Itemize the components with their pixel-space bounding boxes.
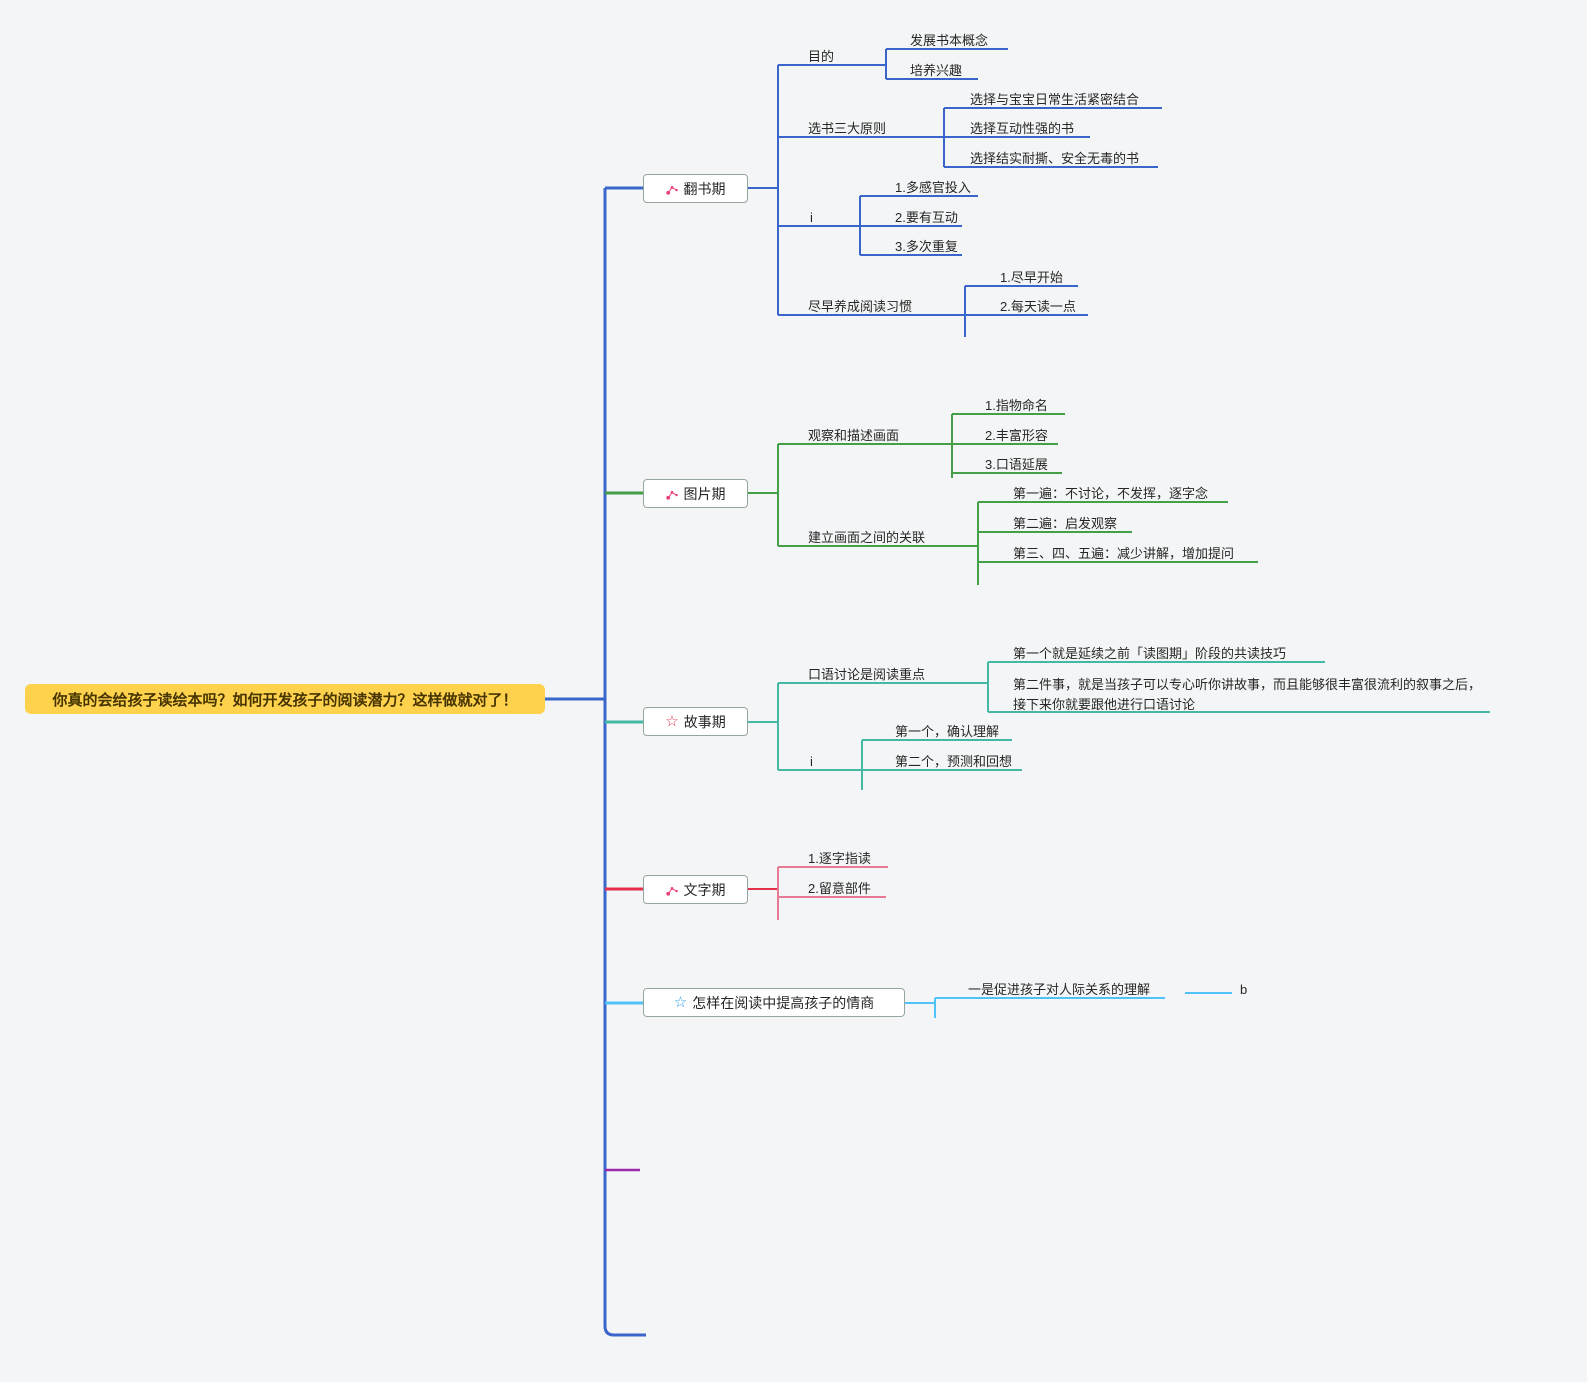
node-continue-technique[interactable]: 第一个就是延续之前「读图期」阶段的共读技巧 [1013, 646, 1287, 661]
node-multi-sensory[interactable]: 1.多感官投入 [895, 180, 971, 195]
sparkle-icon [665, 182, 679, 195]
root-topic[interactable]: 你真的会给孩子读绘本吗？如何开发孩子的阅读潜力？这样做就对了！ [25, 684, 545, 714]
node-link-pictures[interactable]: 建立画面之间的关联 [808, 530, 926, 545]
node-interpersonal-understanding[interactable]: 一是促进孩子对人际关系的理解 [968, 982, 1151, 997]
root-topic-label: 你真的会给孩子读绘本吗？如何开发孩子的阅读潜力？这样做就对了！ [52, 691, 518, 709]
node-story-methods[interactable]: i [810, 754, 813, 769]
node-flip-tips[interactable]: i [810, 210, 813, 225]
node-second-thing[interactable]: 第二件事，就是当孩子可以专心听你讲故事，而且能够很丰富很流利的叙事之后，接下来你… [1013, 677, 1482, 712]
node-point-and-name[interactable]: 1.指物命名 [985, 398, 1048, 413]
node-oral-discussion[interactable]: 口语讨论是阅读重点 [808, 667, 926, 682]
node-reading-habit[interactable]: 尽早养成阅读习惯 [808, 299, 913, 314]
node-interaction[interactable]: 2.要有互动 [895, 210, 958, 225]
node-book-concept[interactable]: 发展书本概念 [910, 33, 989, 48]
topic-eq-in-reading[interactable]: ☆ 怎样在阅读中提高孩子的情商 [643, 988, 905, 1017]
node-observe-describe[interactable]: 观察和描述画面 [808, 428, 900, 443]
node-later-passes[interactable]: 第三、四、五遍：减少讲解，增加提问 [1013, 546, 1235, 561]
topic-eq-label: 怎样在阅读中提高孩子的情商 [692, 994, 875, 1011]
star-icon: ☆ [673, 993, 688, 1011]
node-principle-daily-life[interactable]: 选择与宝宝日常生活紧密结合 [970, 92, 1140, 107]
node-word-pointing[interactable]: 1.逐字指读 [808, 851, 871, 866]
node-start-early[interactable]: 1.尽早开始 [1000, 270, 1063, 285]
node-purpose[interactable]: 目的 [808, 49, 835, 64]
topic-flip-stage[interactable]: 翻书期 [643, 174, 748, 203]
node-rich-description[interactable]: 2.丰富形容 [985, 428, 1048, 443]
node-principle-durable[interactable]: 选择结实耐撕、安全无毒的书 [970, 151, 1140, 166]
node-notice-components[interactable]: 2.留意部件 [808, 881, 871, 896]
node-repetition[interactable]: 3.多次重复 [895, 239, 958, 254]
node-second-pass[interactable]: 第二遍：启发观察 [1013, 516, 1118, 531]
node-b[interactable]: b [1240, 982, 1248, 997]
topic-picture-label: 图片期 [683, 485, 726, 502]
topic-text-stage[interactable]: 文字期 [643, 875, 748, 904]
node-predict-recall[interactable]: 第二个，预测和回想 [895, 754, 1013, 769]
topic-flip-label: 翻书期 [683, 180, 726, 197]
topic-story-label: 故事期 [683, 713, 726, 730]
sparkle-icon [665, 883, 679, 896]
node-principle-interactive[interactable]: 选择互动性强的书 [970, 121, 1075, 136]
star-icon: ☆ [665, 712, 679, 730]
node-confirm-understanding[interactable]: 第一个，确认理解 [895, 724, 1000, 739]
sparkle-icon [665, 487, 679, 500]
node-cultivate-interest[interactable]: 培养兴趣 [910, 63, 963, 78]
topic-story-stage[interactable]: ☆ 故事期 [643, 707, 748, 736]
node-read-daily[interactable]: 2.每天读一点 [1000, 299, 1076, 314]
topic-text-label: 文字期 [683, 881, 726, 898]
topic-picture-stage[interactable]: 图片期 [643, 479, 748, 508]
node-oral-extension[interactable]: 3.口语延展 [985, 457, 1048, 472]
node-book-principles[interactable]: 选书三大原则 [808, 121, 887, 136]
node-first-pass[interactable]: 第一遍：不讨论，不发挥，逐字念 [1013, 486, 1209, 501]
